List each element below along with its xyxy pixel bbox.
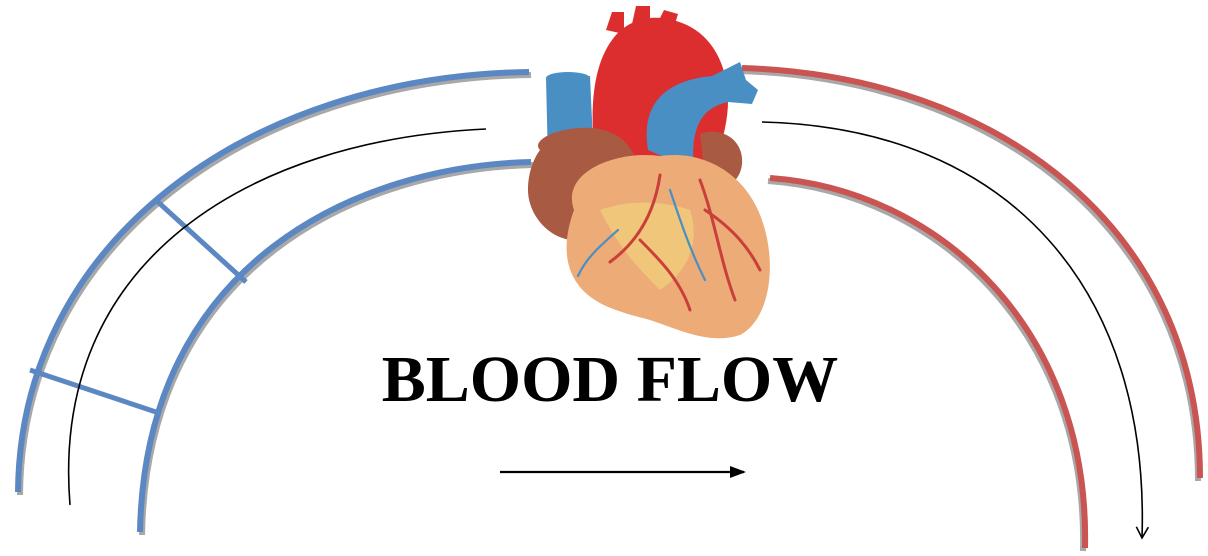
diagram-title: BLOOD FLOW bbox=[330, 340, 890, 420]
vein-vessel bbox=[18, 72, 533, 535]
vein-valve-lower bbox=[30, 370, 156, 412]
anatomical-heart-icon bbox=[528, 6, 770, 338]
artery-vessel bbox=[740, 68, 1200, 551]
vein-outer-wall bbox=[18, 72, 529, 492]
vein-flow-line bbox=[69, 129, 486, 505]
